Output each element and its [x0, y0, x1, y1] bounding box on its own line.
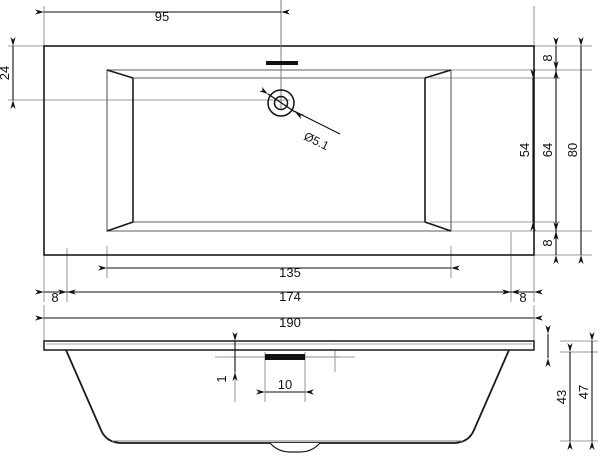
dim-24-label: 24 — [0, 66, 12, 80]
dim-135-label: 135 — [279, 265, 301, 280]
dim-47-label: 47 — [576, 385, 591, 399]
dim-8-left-label: 8 — [51, 290, 58, 305]
overflow-slot — [266, 61, 298, 65]
dim-54-label: 54 — [517, 143, 532, 157]
dim-24: 24 — [0, 37, 16, 109]
plan-inner-rim — [106, 69, 452, 232]
section-waste-slot — [265, 354, 305, 360]
dim-10: 10 — [256, 377, 314, 395]
dim-1: 1 — [214, 332, 238, 383]
plan-left-slope — [106, 69, 134, 232]
diameter-leader-line — [293, 110, 341, 135]
dim-95: 95 — [35, 9, 290, 24]
plan-outer-rim — [43, 45, 535, 256]
section-tub-outline — [65, 349, 510, 444]
section-view-body — [43, 340, 535, 453]
dim-80-label: 80 — [565, 143, 580, 157]
dim-47: 47 — [576, 332, 595, 450]
plan-right-slope — [424, 69, 452, 232]
section-waste-detail — [230, 354, 340, 360]
extension-lines — [8, 0, 598, 442]
plan-view-body — [43, 45, 535, 256]
dim-95-label: 95 — [155, 9, 169, 24]
dim-10-label: 10 — [278, 377, 292, 392]
section-drain-bump — [269, 442, 321, 453]
dim-43: 43 — [554, 343, 573, 450]
diameter-leader-arrows — [259, 86, 304, 120]
dim-1-label: 1 — [214, 375, 229, 382]
dim-64-label: 64 — [540, 143, 555, 157]
dim-190-label: 190 — [279, 315, 301, 330]
dim-8-top-label: 8 — [540, 54, 555, 61]
drain-diameter-label: Ø5.1 — [302, 129, 332, 153]
dim-8-bottom-label: 8 — [540, 239, 555, 246]
dim-43-label: 43 — [554, 390, 569, 404]
section-rim-bar — [43, 340, 535, 351]
dim-bottom-group: 135 8 174 8 190 — [35, 265, 543, 330]
dim-174-label: 174 — [279, 289, 301, 304]
dim-right-group: 8 54 64 8 80 — [517, 37, 584, 264]
dim-8-right-label: 8 — [519, 290, 526, 305]
